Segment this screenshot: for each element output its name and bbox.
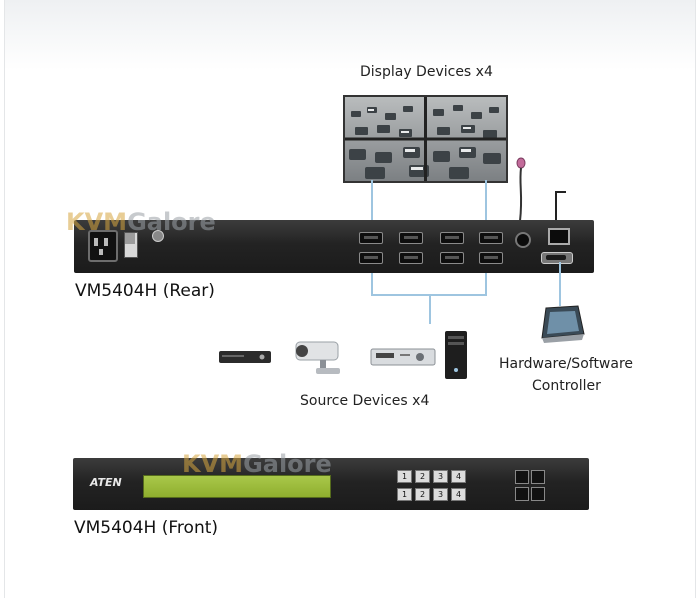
rs232-port[interactable] <box>541 252 573 264</box>
brand-logo: ATEN <box>90 476 122 489</box>
touch-panel-icon <box>541 305 585 343</box>
power-socket-icon <box>88 230 118 262</box>
function-button-4[interactable] <box>531 487 545 501</box>
ir-port[interactable] <box>515 232 531 248</box>
rear-label: VM5404H (Rear) <box>75 281 215 301</box>
source-trunk <box>429 294 431 324</box>
pc-tower-icon <box>445 331 467 379</box>
rear-panel <box>74 220 594 273</box>
hdmi-output-1[interactable] <box>359 232 383 244</box>
function-button-1[interactable] <box>515 470 529 484</box>
lan-port[interactable] <box>548 228 570 245</box>
ir-receiver-icon <box>516 157 526 222</box>
dvd-player-icon <box>219 351 271 363</box>
output-button-2[interactable]: 2 <box>415 470 430 483</box>
watermark-rear: KVMGalore <box>66 208 216 236</box>
hdmi-input-4[interactable] <box>479 252 503 264</box>
controller-label-line1: Hardware/Software <box>499 356 634 372</box>
traffic-image <box>345 97 506 181</box>
hdmi-output-2[interactable] <box>399 232 423 244</box>
lan-cable-icon <box>555 191 566 222</box>
front-label: VM5404H (Front) <box>74 518 219 538</box>
watermark-front: KVMGalore <box>182 450 332 478</box>
input-button-3[interactable]: 3 <box>433 488 448 501</box>
source-devices-label: Source Devices x4 <box>300 393 430 409</box>
output-button-1[interactable]: 1 <box>397 470 412 483</box>
media-player-icon <box>370 348 436 366</box>
input-button-1[interactable]: 1 <box>397 488 412 501</box>
function-button-3[interactable] <box>515 487 529 501</box>
display-link-1 <box>371 180 373 222</box>
lcd-display <box>143 475 331 498</box>
ground-screw-icon <box>152 230 164 242</box>
output-button-4[interactable]: 4 <box>451 470 466 483</box>
video-wall <box>343 95 508 183</box>
output-button-3[interactable]: 3 <box>433 470 448 483</box>
hdmi-input-2[interactable] <box>399 252 423 264</box>
source-link-1 <box>371 273 373 295</box>
controller-label-line2: Controller <box>532 378 601 394</box>
power-switch[interactable] <box>124 232 138 258</box>
hdmi-output-4[interactable] <box>479 232 503 244</box>
front-panel: ATEN 1 2 3 4 1 2 3 4 <box>73 458 589 510</box>
display-link-4 <box>485 180 487 222</box>
hdmi-output-3[interactable] <box>440 232 464 244</box>
input-button-2[interactable]: 2 <box>415 488 430 501</box>
display-devices-label: Display Devices x4 <box>360 64 493 80</box>
input-button-4[interactable]: 4 <box>451 488 466 501</box>
security-camera-icon <box>295 341 340 374</box>
controller-link <box>559 262 561 306</box>
hdmi-input-1[interactable] <box>359 252 383 264</box>
function-button-2[interactable] <box>531 470 545 484</box>
hdmi-input-3[interactable] <box>440 252 464 264</box>
source-link-4 <box>485 273 487 295</box>
